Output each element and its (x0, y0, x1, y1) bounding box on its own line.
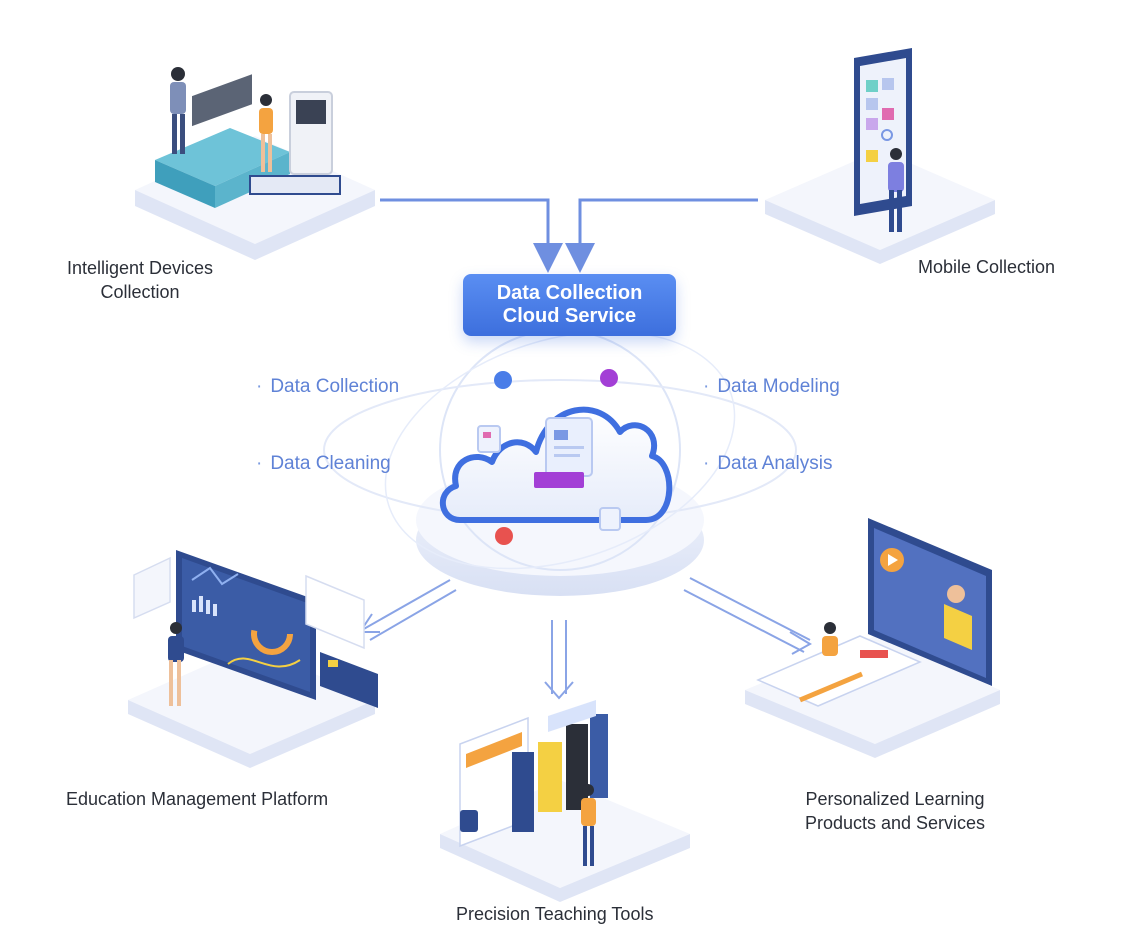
process-data-analysis: Data Analysis (703, 452, 832, 476)
cloud-icon (439, 406, 673, 531)
mobile-collection-label: Mobile Collection (918, 257, 1056, 277)
arrow-devices-to-hub (380, 198, 563, 273)
video-lesson-icon (745, 518, 1000, 758)
output-connectors (358, 577, 812, 700)
personalized-learning-label: Personalized Learning Products and Servi… (804, 789, 986, 833)
dashboard-monitor-icon (128, 550, 378, 768)
precision-teaching-label: Precision Teaching Tools (456, 904, 654, 924)
devices-collection-label: Intelligent Devices Collection (66, 258, 214, 302)
arrow-to-personalized (689, 577, 811, 641)
cloud-service-illustration (323, 329, 797, 596)
arrow-to-education (361, 579, 451, 631)
device-station-icon (135, 67, 375, 260)
hub-title-line1: Data Collection (496, 282, 643, 304)
arrow-mobile-to-hub (565, 198, 758, 273)
connectors (380, 198, 758, 273)
cloud-service-hub: Data Collection Cloud Service (463, 274, 676, 336)
process-data-collection: Data Collection (256, 375, 399, 399)
hub-title-line2: Cloud Service (502, 305, 637, 327)
process-data-modeling: Data Modeling (703, 375, 840, 399)
bookshelf-icon (440, 700, 690, 902)
phone-icon (765, 48, 995, 264)
education-management-label: Education Management Platform (66, 789, 329, 809)
process-data-cleaning: Data Cleaning (256, 452, 390, 476)
